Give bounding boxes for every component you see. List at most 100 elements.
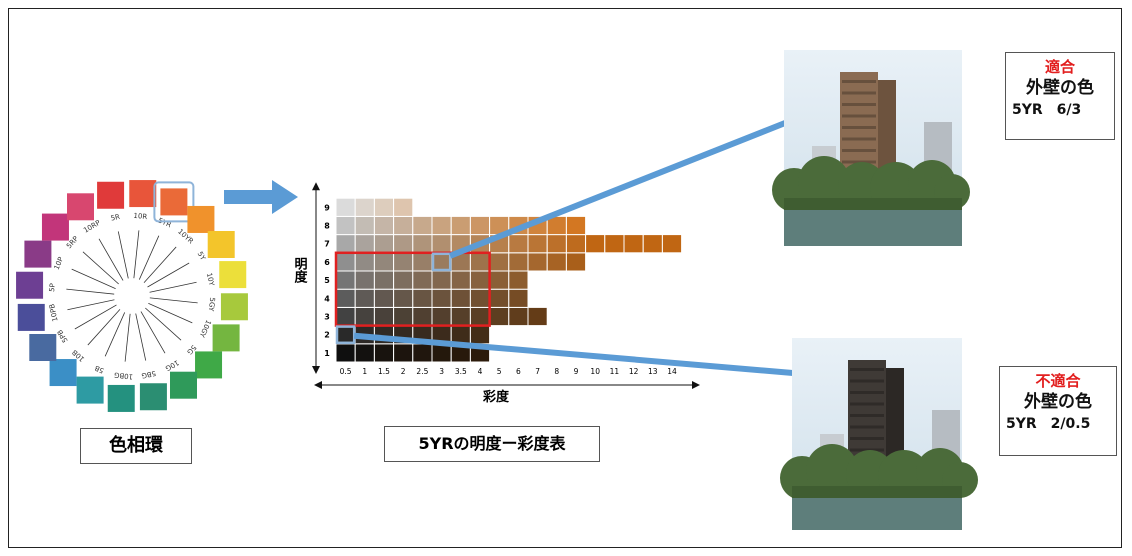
selected-cell-good [431, 252, 452, 272]
chart-cell [565, 234, 587, 254]
chart-cell [373, 288, 395, 308]
hue-label: 5Y [196, 250, 208, 262]
hue-wheel-caption: 色相環 [80, 428, 192, 464]
photo-tower-side [886, 368, 904, 472]
chart-cell [373, 234, 395, 254]
arrow-to-good [449, 99, 840, 259]
chart-cell [393, 270, 414, 290]
chart-cell [565, 252, 587, 272]
y-tick-label: 9 [324, 203, 330, 212]
y-axis-arrowhead [312, 366, 320, 374]
y-tick-label: 1 [324, 349, 330, 358]
hue-label: 5PB [56, 328, 70, 344]
chart-cell [508, 234, 529, 254]
x-tick-label: 13 [648, 367, 658, 376]
chart-cell [469, 270, 491, 290]
chart-cell [489, 270, 510, 290]
chart-cell [642, 234, 663, 254]
x-tick-label: 2.5 [416, 367, 428, 376]
photo-water [792, 498, 962, 530]
x-tick-label: 8 [554, 367, 559, 376]
chart-cell [393, 197, 414, 217]
chart-cell [335, 252, 356, 272]
x-tick-label: 4 [478, 367, 483, 376]
hue-label: 10Y [205, 272, 216, 287]
hue-swatch [212, 324, 240, 352]
photo-tower-side [878, 80, 896, 184]
acceptable-region-box [334, 251, 491, 327]
chart-cell [412, 288, 433, 308]
chart-cell [354, 252, 375, 272]
hue-swatch [41, 213, 69, 241]
chart-cell [431, 215, 452, 236]
hue-label: 5BG [141, 369, 157, 380]
chart-cell [373, 252, 395, 272]
wheel-center [114, 278, 150, 314]
chart-cell [335, 288, 356, 308]
result-wall-label: 外壁の色 [1024, 392, 1092, 412]
chart-cell [373, 270, 395, 290]
hue-swatch [76, 376, 104, 404]
chart-cell [527, 252, 548, 272]
chart-cell [469, 252, 491, 272]
hue-label: 10R [133, 212, 148, 221]
y-axis-label: 明度 [292, 257, 308, 284]
chart-cell [469, 325, 491, 345]
wheel-to-chart-arrow [224, 180, 298, 214]
x-tick-label: 3.5 [455, 367, 467, 376]
x-tick-label: 6 [516, 367, 521, 376]
chart-cell [585, 234, 606, 254]
selected-cell-bad [335, 325, 356, 345]
result-box-good: 適合 外壁の色 5YR 6/3 [1005, 52, 1115, 140]
photo-water [784, 210, 962, 246]
y-tick-label: 7 [324, 240, 330, 249]
hue-swatch [107, 384, 135, 412]
hue-swatch [160, 188, 188, 216]
hue-label: 10GY [197, 319, 212, 340]
chart-cell [565, 215, 587, 236]
y-tick-label: 6 [324, 258, 330, 267]
x-axis-arrowhead [692, 381, 700, 389]
x-tick-label: 1.5 [378, 367, 390, 376]
photo-tower-floor [842, 80, 876, 83]
hue-swatch [24, 240, 52, 268]
photo-shrubs [784, 198, 962, 212]
chart-cell [335, 234, 356, 254]
x-tick-label: 1 [362, 367, 367, 376]
result-verdict: 不適合 [1035, 372, 1081, 390]
y-tick-label: 8 [324, 222, 330, 231]
x-tick-label: 5 [497, 367, 502, 376]
chart-cell [335, 343, 356, 363]
chart-cell [373, 215, 395, 236]
hue-label: 10P [53, 256, 66, 271]
chart-cell [335, 270, 356, 290]
photo-tower-floor [842, 103, 876, 106]
y-tick-label: 5 [324, 276, 330, 285]
photo-tower-floor [842, 126, 876, 129]
chart-cell [335, 306, 356, 327]
chart-cell [335, 197, 356, 217]
chart-cell [527, 306, 548, 327]
hue-swatch [219, 261, 247, 289]
chart-cell [431, 306, 452, 327]
y-tick-label: 4 [324, 294, 330, 303]
chart-cell [469, 215, 491, 236]
x-tick-label: 7 [535, 367, 540, 376]
chart-cell [412, 215, 433, 236]
hue-swatch [170, 371, 197, 399]
photo-tower-floor [850, 437, 884, 440]
x-tick-label: 12 [629, 367, 639, 376]
chart-caption: 5YRの明度ー彩度表 [384, 426, 600, 462]
chart-cell [604, 234, 625, 254]
chart-cell [489, 306, 510, 327]
result-code: 5YR 6/3 [1012, 102, 1082, 118]
chart-cell [354, 215, 375, 236]
hue-label: 10BG [114, 371, 134, 381]
chart-cell [431, 234, 452, 254]
hue-label: 5B [93, 363, 105, 374]
chart-cell [354, 197, 375, 217]
x-axis-label: 彩度 [482, 389, 510, 405]
chart-cell [489, 288, 510, 308]
x-tick-label: 14 [667, 367, 677, 376]
chart-cell [450, 325, 471, 345]
